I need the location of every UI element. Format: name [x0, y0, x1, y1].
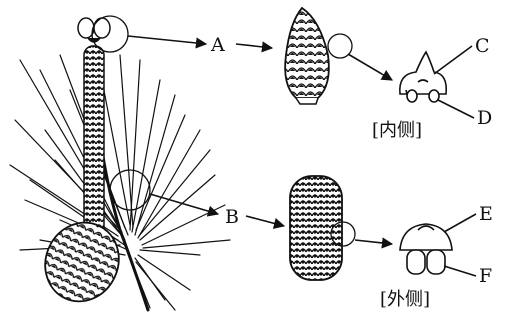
arrow-cone-b-to-scale [355, 240, 392, 244]
arrow-to-a-label [128, 36, 206, 44]
label-f: F [479, 265, 492, 287]
caption-inner-side: [内侧] [372, 120, 422, 141]
label-d: D [477, 107, 492, 129]
label-e: E [479, 203, 493, 225]
arrow-a-to-cone [236, 44, 272, 48]
arrow-b-to-cone [246, 216, 284, 226]
pine-branch-illustration [10, 48, 230, 310]
label-b: B [225, 206, 239, 228]
label-a: A [210, 34, 225, 56]
leader-d [438, 100, 474, 118]
shoot-tip-bud [78, 18, 110, 42]
pine-needles [10, 55, 230, 310]
leader-f [444, 266, 476, 276]
cone-b [290, 176, 342, 280]
leader-c [434, 46, 472, 74]
caption-outer-side: [外侧] [380, 289, 430, 310]
label-c: C [475, 35, 490, 57]
cone-a [285, 8, 329, 104]
scale-inner-view [400, 52, 446, 102]
arrow-cone-a-to-scale [348, 54, 392, 80]
leader-e [444, 214, 476, 232]
upright-shoot [84, 46, 104, 236]
